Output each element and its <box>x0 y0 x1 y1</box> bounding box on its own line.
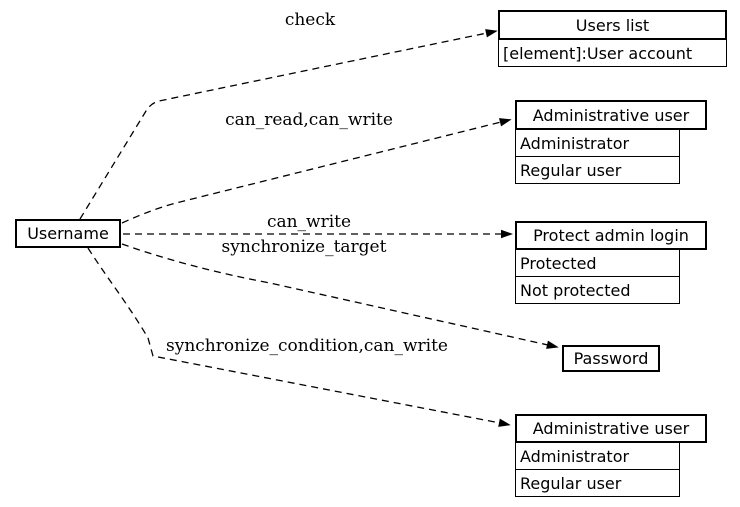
edge-can-read-can-write <box>121 118 512 224</box>
edge-synchronize-target <box>121 243 559 349</box>
node-users-list-row: [element]:User account <box>498 39 727 67</box>
node-administrative-user-2: Administrative user Administrator Regula… <box>515 414 707 497</box>
edge-label-synchronize-target: synchronize_target <box>221 237 387 257</box>
node-protect-admin-login-row: Protected <box>515 249 680 277</box>
node-administrative-user-2-title: Administrative user <box>515 414 707 443</box>
edge-label-synchronize-condition-can-write: synchronize_condition,can_write <box>165 336 449 356</box>
node-administrative-user-1-title: Administrative user <box>515 100 707 130</box>
node-users-list-title: Users list <box>498 10 727 40</box>
edge-label-can-read-can-write: can_read,can_write <box>225 110 393 130</box>
node-administrative-user-1: Administrative user Administrator Regula… <box>515 100 707 184</box>
node-protect-admin-login: Protect admin login Protected Not protec… <box>515 221 707 304</box>
node-administrative-user-1-row: Regular user <box>515 156 680 184</box>
node-password: Password <box>562 345 660 372</box>
edge-check <box>79 29 498 220</box>
edge-label-check: check <box>284 10 336 30</box>
node-administrative-user-2-row: Administrator <box>515 442 680 470</box>
node-protect-admin-login-row: Not protected <box>515 276 680 304</box>
node-administrative-user-1-row: Administrator <box>515 129 680 157</box>
node-protect-admin-login-title: Protect admin login <box>515 221 707 250</box>
node-users-list: Users list [element]:User account <box>498 10 727 67</box>
node-administrative-user-2-row: Regular user <box>515 469 680 497</box>
node-username: Username <box>15 219 121 248</box>
edge-label-can-write: can_write <box>266 212 352 232</box>
edge-synchronize-condition-can-write <box>87 247 511 427</box>
